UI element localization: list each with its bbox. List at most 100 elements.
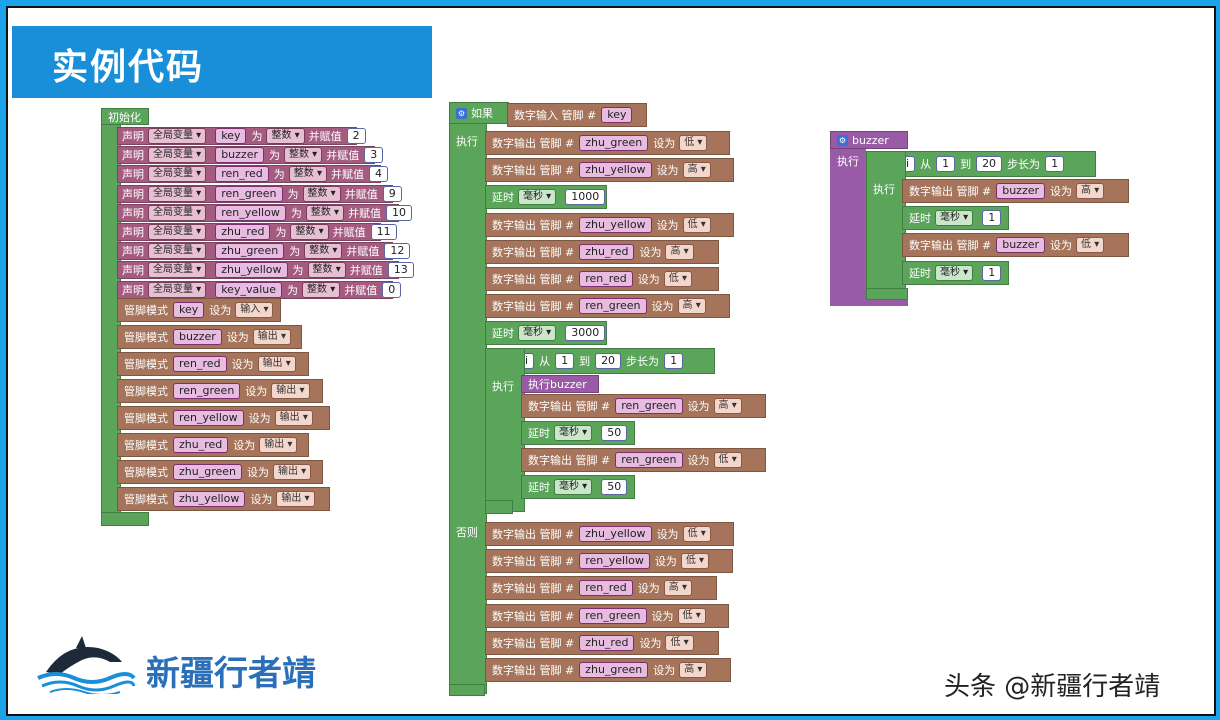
variable-pill[interactable]: ren_green	[615, 398, 683, 414]
level-dropdown[interactable]: 高 ▾	[682, 162, 711, 179]
type-dropdown[interactable]: 整数 ▾	[302, 185, 341, 202]
number-field[interactable]: 50	[601, 425, 628, 441]
level-dropdown[interactable]: 高 ▾	[713, 398, 742, 414]
level-dropdown[interactable]: 高 ▾	[677, 298, 706, 315]
type-dropdown[interactable]: 整数 ▾	[305, 204, 345, 221]
variable-pill[interactable]: zhu_green	[579, 135, 649, 151]
type-dropdown[interactable]: 整数 ▾	[304, 243, 343, 260]
mode-dropdown[interactable]: 输出 ▾	[259, 437, 298, 453]
scope-dropdown[interactable]: 全局变量 ▾	[148, 243, 207, 260]
number-field[interactable]: 10	[386, 204, 413, 221]
number-field[interactable]: 1	[555, 353, 575, 369]
variable-pill[interactable]: zhu_red	[215, 224, 271, 240]
level-dropdown[interactable]: 低 ▾	[665, 634, 694, 651]
type-dropdown[interactable]: 整数 ▾	[302, 281, 341, 298]
variable-pill[interactable]: ren_green	[215, 185, 283, 202]
digital-read-block[interactable]: 数字输入 管脚 #key	[507, 103, 647, 127]
scope-dropdown[interactable]: 全局变量 ▾	[148, 185, 207, 202]
delay-block[interactable]: 延时毫秒 ▾50	[521, 475, 635, 499]
settings-icon[interactable]: ⚙	[837, 134, 848, 146]
level-dropdown[interactable]: 低 ▾	[682, 526, 711, 542]
setup-block-header[interactable]: 初始化	[101, 108, 149, 125]
unit-dropdown[interactable]: 毫秒 ▾	[554, 479, 593, 495]
variable-pill[interactable]: zhu_green	[173, 464, 242, 480]
type-dropdown[interactable]: 整数 ▾	[266, 128, 305, 144]
variable-pill[interactable]: ren_yellow	[215, 204, 286, 221]
variable-pill[interactable]: buzzer	[215, 147, 264, 164]
scope-dropdown[interactable]: 全局变量 ▾	[148, 204, 207, 221]
delay-block[interactable]: 延时毫秒 ▾1	[902, 206, 1009, 231]
type-dropdown[interactable]: 整数 ▾	[284, 147, 323, 164]
scope-dropdown[interactable]: 全局变量 ▾	[148, 166, 207, 183]
scope-dropdown[interactable]: 全局变量 ▾	[148, 262, 207, 279]
mode-dropdown[interactable]: 输出 ▾	[257, 356, 296, 372]
number-field[interactable]: 4	[368, 166, 388, 183]
type-dropdown[interactable]: 整数 ▾	[307, 262, 346, 279]
procedure-header[interactable]: ⚙buzzer	[830, 131, 908, 149]
mode-dropdown[interactable]: 输出 ▾	[271, 383, 310, 399]
scope-dropdown[interactable]: 全局变量 ▾	[148, 224, 207, 240]
delay-block[interactable]: 延时毫秒 ▾1000	[485, 185, 607, 210]
number-field[interactable]: 1	[936, 156, 956, 172]
variable-pill[interactable]: ren_red	[579, 580, 633, 597]
variable-pill[interactable]: buzzer	[996, 237, 1046, 254]
level-dropdown[interactable]: 低 ▾	[1076, 237, 1105, 254]
level-dropdown[interactable]: 低 ▾	[679, 135, 708, 151]
scope-dropdown[interactable]: 全局变量 ▾	[148, 147, 207, 164]
mode-dropdown[interactable]: 输出 ▾	[273, 464, 312, 480]
variable-pill[interactable]: zhu_yellow	[579, 162, 652, 179]
level-dropdown[interactable]: 低 ▾	[682, 216, 711, 233]
type-dropdown[interactable]: 整数 ▾	[288, 166, 327, 183]
number-field[interactable]: 1	[1045, 156, 1065, 172]
number-field[interactable]: 50	[601, 479, 628, 495]
mode-dropdown[interactable]: 输出 ▾	[252, 329, 291, 345]
unit-dropdown[interactable]: 毫秒 ▾	[554, 425, 593, 441]
number-field[interactable]: 1000	[565, 189, 606, 206]
level-dropdown[interactable]: 低 ▾	[677, 607, 706, 624]
variable-pill[interactable]: zhu_yellow	[215, 262, 288, 279]
number-field[interactable]: 9	[382, 185, 402, 202]
unit-dropdown[interactable]: 毫秒 ▾	[518, 189, 557, 206]
level-dropdown[interactable]: 低 ▾	[663, 271, 692, 287]
variable-pill[interactable]: ren_green	[615, 452, 683, 468]
number-field[interactable]: 13	[387, 262, 414, 279]
unit-dropdown[interactable]: 毫秒 ▾	[935, 210, 974, 227]
level-dropdown[interactable]: 高 ▾	[1076, 183, 1105, 199]
variable-pill[interactable]: key	[601, 107, 633, 123]
variable-pill[interactable]: ren_red	[173, 356, 227, 372]
delay-block[interactable]: 延时毫秒 ▾3000	[485, 321, 607, 346]
number-field[interactable]: 1	[664, 353, 684, 369]
variable-pill[interactable]: ren_red	[579, 271, 633, 287]
unit-dropdown[interactable]: 毫秒 ▾	[518, 325, 557, 342]
number-field[interactable]: 1	[982, 210, 1002, 227]
variable-pill[interactable]: zhu_red	[579, 243, 635, 260]
number-field[interactable]: 20	[976, 156, 1003, 172]
variable-pill[interactable]: ren_green	[173, 383, 241, 399]
variable-pill[interactable]: key	[215, 128, 247, 144]
number-field[interactable]: 0	[382, 281, 402, 298]
number-field[interactable]: 3000	[565, 325, 606, 342]
variable-pill[interactable]: ren_green	[579, 298, 647, 315]
variable-pill[interactable]: zhu_green	[215, 243, 285, 260]
variable-pill[interactable]: ren_red	[215, 166, 269, 183]
